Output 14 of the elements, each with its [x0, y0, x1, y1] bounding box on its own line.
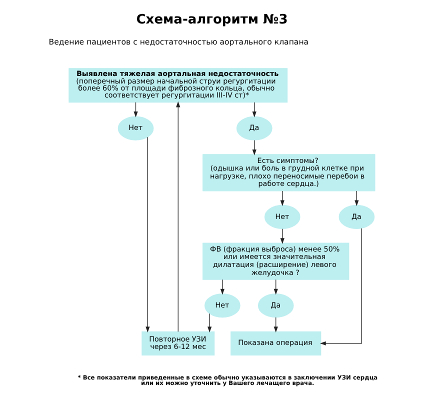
arrow — [273, 317, 278, 333]
arrow — [207, 313, 212, 332]
arrow — [273, 279, 278, 295]
arrow — [280, 228, 284, 244]
arrow — [220, 279, 224, 295]
arrow — [133, 102, 138, 118]
arrow — [354, 190, 358, 206]
arrow — [320, 228, 362, 346]
arrow — [252, 102, 256, 118]
arrow — [176, 101, 180, 332]
diagram-title: Схема-алгоритм №3 — [136, 12, 288, 28]
arrow — [145, 136, 150, 333]
arrow — [252, 140, 256, 156]
arrow — [280, 190, 284, 206]
